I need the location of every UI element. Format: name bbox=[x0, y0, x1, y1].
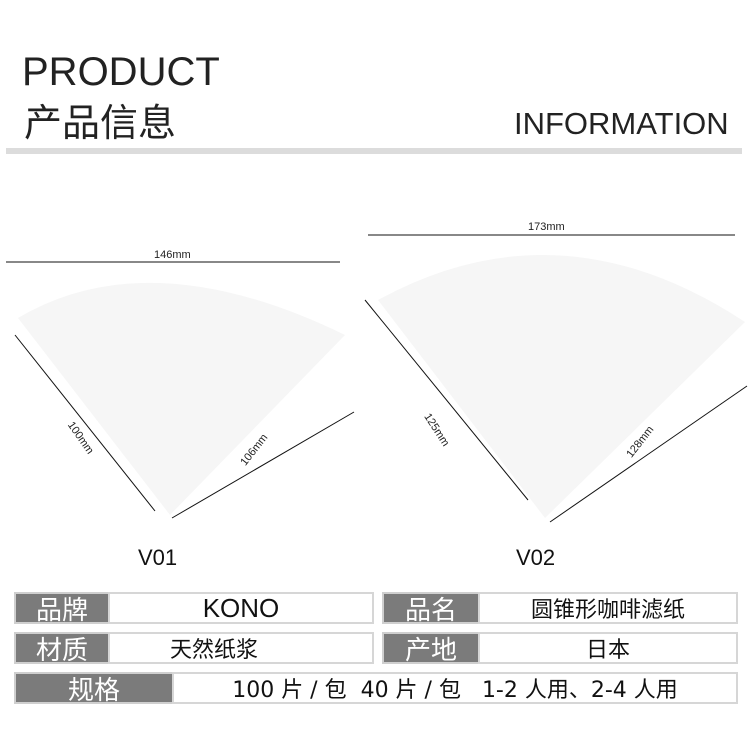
subtitle: INFORMATION bbox=[514, 106, 729, 141]
origin-label: 产地 bbox=[382, 632, 480, 666]
v02-top-width: 173mm bbox=[528, 221, 565, 233]
origin-value: 日本 bbox=[478, 632, 738, 664]
v02-label: V02 bbox=[516, 545, 556, 570]
spec-label: 规格 bbox=[14, 672, 174, 706]
v02-left-line bbox=[364, 299, 529, 501]
title-cn: 产品信息 bbox=[24, 101, 177, 145]
brand-value: KONO bbox=[108, 592, 374, 624]
divider bbox=[6, 148, 742, 154]
name-value: 圆锥形咖啡滤纸 bbox=[478, 592, 738, 624]
material-value: 天然纸浆 bbox=[108, 632, 374, 664]
v01-top-width: 146mm bbox=[154, 249, 191, 261]
name-label: 品名 bbox=[382, 592, 480, 626]
v01-right-line bbox=[171, 411, 355, 519]
v01-filter-shape bbox=[18, 282, 345, 515]
v02-right-line bbox=[549, 385, 748, 523]
material-label: 材质 bbox=[14, 632, 110, 666]
v02-filter-shape bbox=[378, 254, 745, 518]
v01-left-line bbox=[14, 334, 156, 512]
filter-diagrams bbox=[6, 234, 748, 523]
spec-value: 100 片 / 包 40 片 / 包 1-2 人用、2-4 人用 bbox=[172, 672, 738, 704]
title-en: PRODUCT bbox=[22, 50, 220, 94]
brand-label: 品牌 bbox=[14, 592, 110, 626]
v01-label: V01 bbox=[138, 545, 178, 570]
